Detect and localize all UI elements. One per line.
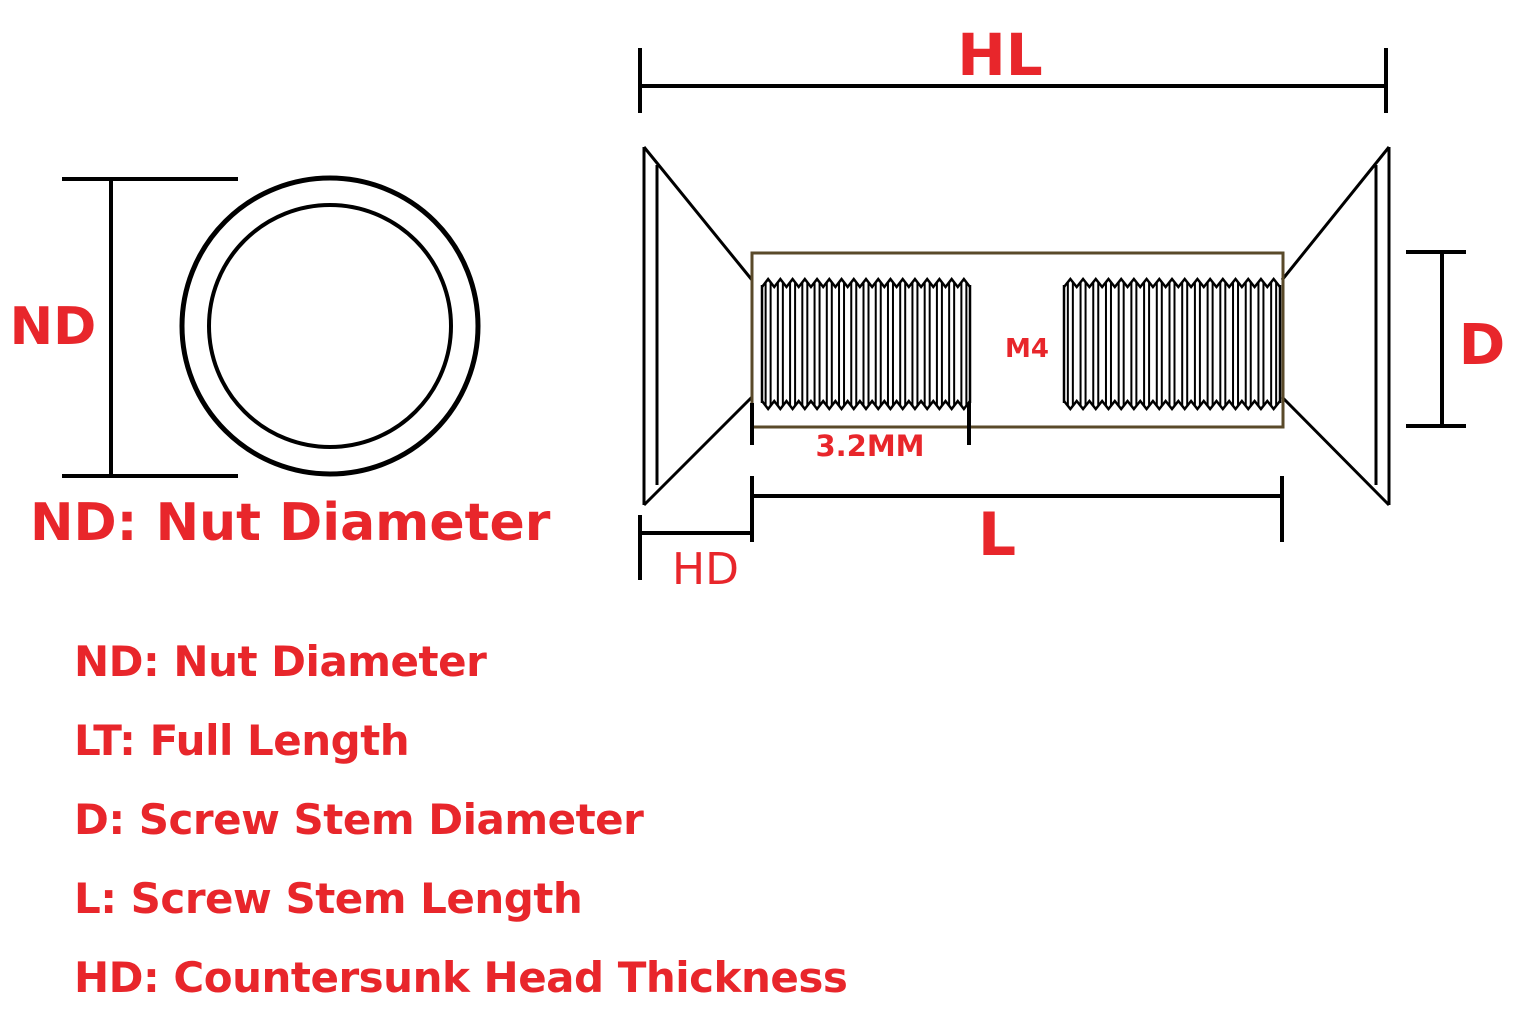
- l-label: L: [978, 500, 1016, 570]
- d-dimension: [1406, 250, 1466, 428]
- d-label: D: [1459, 313, 1505, 378]
- hl-dimension: [638, 48, 1388, 113]
- m4-label: M4: [1005, 334, 1049, 364]
- thread-length-dimension: [750, 403, 971, 445]
- legend: ND: Nut Diameter LT: Full Length D: Scre…: [74, 622, 848, 1017]
- l-dimension: [750, 476, 1284, 542]
- legend-item-nd: ND: Nut Diameter: [74, 637, 487, 686]
- left-thread: [760, 276, 972, 412]
- screw-stem-outline: [750, 251, 1285, 429]
- nut-top-view: [62, 175, 481, 478]
- nd-caption: ND: Nut Diameter: [30, 493, 551, 553]
- legend-item-l: L: Screw Stem Length: [74, 874, 583, 923]
- nut-outer-circle: [179, 175, 481, 477]
- left-countersunk-head: [642, 146, 754, 507]
- right-thread: [1062, 276, 1282, 412]
- legend-item-lt: LT: Full Length: [74, 716, 410, 765]
- thread-length-label: 3.2MM: [815, 429, 924, 463]
- hl-label: HL: [957, 21, 1043, 89]
- hd-label: HD: [672, 544, 739, 595]
- right-countersunk-head: [1280, 146, 1391, 507]
- legend-item-d: D: Screw Stem Diameter: [74, 795, 644, 844]
- nd-label: ND: [10, 297, 97, 357]
- hd-dimension: [638, 515, 754, 580]
- nut-inner-circle: [207, 203, 453, 449]
- legend-item-hd: HD: Countersunk Head Thickness: [74, 953, 848, 1002]
